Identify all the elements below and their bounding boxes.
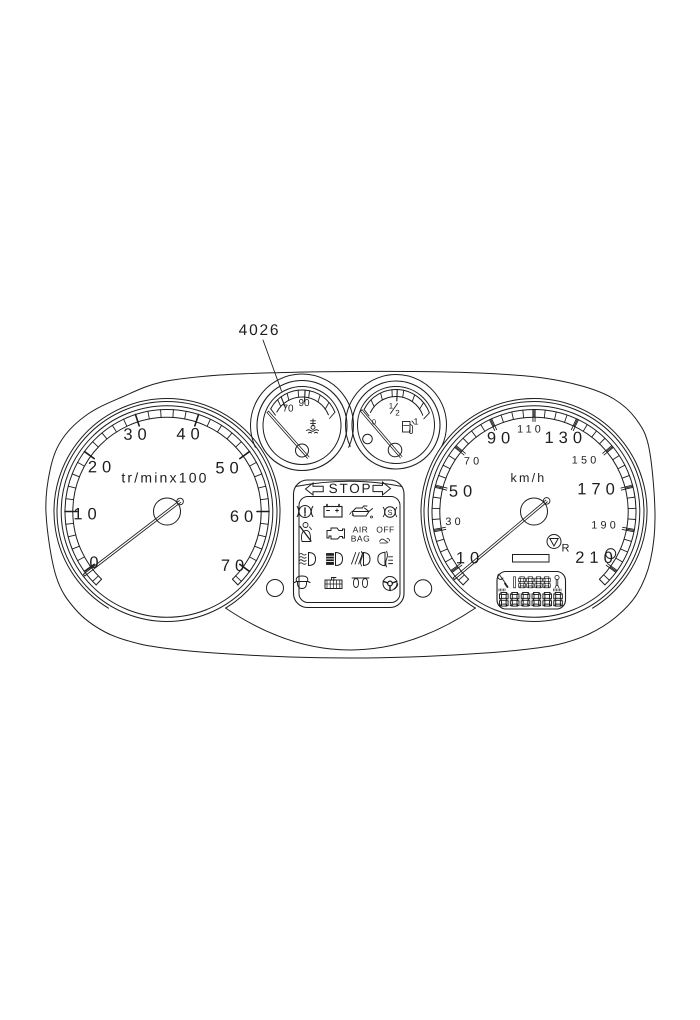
svg-text:50: 50 bbox=[449, 483, 477, 501]
svg-text:BAG: BAG bbox=[351, 533, 370, 543]
svg-text:90: 90 bbox=[487, 429, 515, 447]
svg-text:R: R bbox=[562, 542, 570, 554]
svg-text:km/h: km/h bbox=[511, 471, 547, 485]
svg-text:30: 30 bbox=[123, 426, 151, 444]
svg-text:150: 150 bbox=[572, 455, 600, 467]
svg-text:1: 1 bbox=[413, 416, 418, 426]
svg-text:AIR: AIR bbox=[353, 524, 369, 534]
svg-text:1: 1 bbox=[389, 401, 394, 410]
svg-text:20: 20 bbox=[88, 458, 116, 476]
svg-text:10: 10 bbox=[73, 505, 101, 523]
svg-text:S: S bbox=[387, 508, 392, 517]
svg-text:70: 70 bbox=[221, 557, 249, 575]
svg-text:110: 110 bbox=[517, 424, 544, 436]
svg-text:STOP: STOP bbox=[329, 481, 373, 496]
svg-text:60: 60 bbox=[230, 508, 258, 526]
svg-text:210: 210 bbox=[575, 549, 618, 567]
svg-text:40: 40 bbox=[176, 425, 204, 443]
svg-text:90: 90 bbox=[298, 398, 310, 409]
svg-text:0: 0 bbox=[372, 417, 376, 426]
svg-text:2: 2 bbox=[395, 408, 400, 417]
svg-text:190: 190 bbox=[591, 520, 619, 532]
svg-text:70: 70 bbox=[282, 403, 294, 414]
svg-text:OFF: OFF bbox=[376, 524, 395, 534]
svg-text:30: 30 bbox=[445, 516, 463, 528]
svg-text:70: 70 bbox=[464, 456, 482, 468]
svg-text:130: 130 bbox=[544, 429, 587, 447]
svg-text:10: 10 bbox=[456, 549, 484, 567]
svg-text:tr/minx100: tr/minx100 bbox=[121, 469, 208, 485]
svg-text:170: 170 bbox=[577, 480, 620, 498]
svg-text:4026: 4026 bbox=[239, 322, 281, 339]
svg-text:50: 50 bbox=[215, 459, 243, 477]
